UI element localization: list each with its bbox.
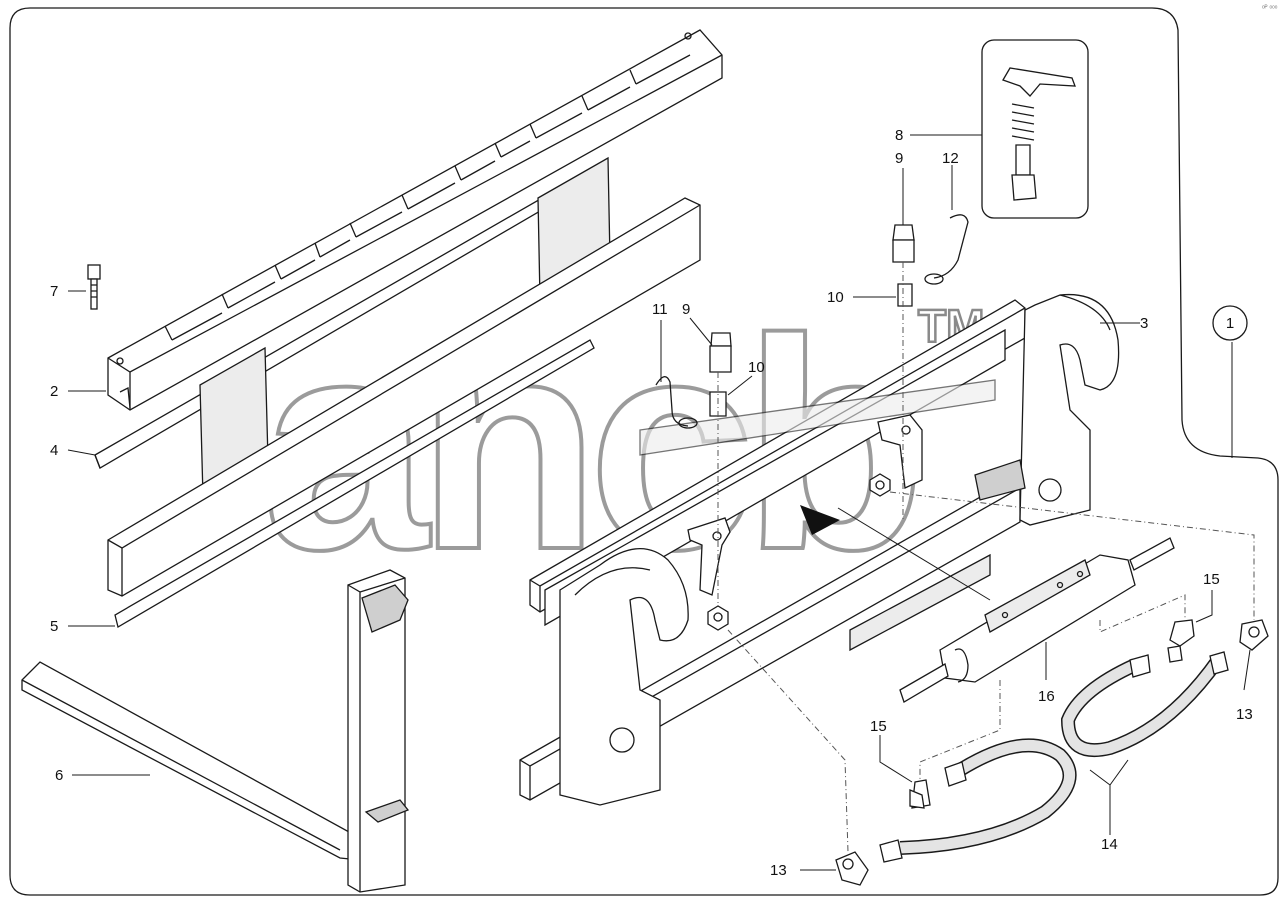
callout-3: 3 bbox=[1140, 315, 1148, 332]
callout-5: 5 bbox=[50, 618, 58, 635]
callout-6: 6 bbox=[55, 767, 63, 784]
part-10-nipple-upper bbox=[897, 283, 913, 307]
part-16-cylinder bbox=[899, 537, 1175, 703]
callout-9-lower: 9 bbox=[682, 301, 690, 318]
callout-16: 16 bbox=[1038, 688, 1055, 705]
part-12-cable bbox=[924, 214, 969, 285]
part-7-bolt bbox=[87, 264, 101, 310]
callout-12: 12 bbox=[942, 150, 959, 167]
callout-14: 14 bbox=[1101, 836, 1118, 853]
callout-labels: 1 2 3 4 5 6 7 8 9 9 10 10 11 12 13 13 14… bbox=[50, 127, 1253, 879]
leader-lines bbox=[67, 134, 1251, 871]
part-5-strip bbox=[114, 339, 595, 628]
part-15-elbow-upper bbox=[1167, 619, 1195, 663]
callout-circle-1 bbox=[1212, 305, 1248, 341]
callout-10-upper: 10 bbox=[827, 289, 844, 306]
part-3-right-hook-plate bbox=[974, 293, 1120, 526]
callout-11: 11 bbox=[652, 301, 668, 318]
left-hook-plate bbox=[559, 548, 689, 806]
bracket-hole-lower bbox=[712, 531, 722, 541]
part-8-inset bbox=[981, 39, 1089, 219]
part-13-elbow-upper bbox=[1239, 619, 1269, 651]
callout-9-upper: 9 bbox=[895, 150, 903, 167]
callout-10-lower: 10 bbox=[748, 359, 765, 376]
callout-8: 8 bbox=[895, 127, 903, 144]
callout-13-upper: 13 bbox=[1236, 706, 1253, 723]
part-2-fork-bar bbox=[107, 29, 723, 411]
nut-upper bbox=[869, 473, 891, 497]
assembly-boundary bbox=[9, 7, 1279, 896]
part-9-fitting-upper bbox=[892, 224, 915, 263]
part-14-hoses bbox=[879, 651, 1229, 863]
bracket-lower bbox=[687, 517, 731, 596]
direction-arrow bbox=[800, 505, 840, 535]
part-15-elbow-lower bbox=[909, 779, 931, 809]
lower-fork-bar bbox=[107, 197, 701, 597]
bracket-upper bbox=[877, 414, 923, 489]
centerlines bbox=[717, 262, 1255, 853]
bracket-hole-upper bbox=[901, 425, 911, 435]
part-9-fitting-lower bbox=[709, 332, 732, 373]
part-6-fork bbox=[21, 569, 410, 893]
callout-2: 2 bbox=[50, 383, 58, 400]
nut-lower bbox=[707, 605, 729, 631]
callout-15-lower: 15 bbox=[870, 718, 887, 735]
part-13-elbow-lower bbox=[835, 851, 869, 886]
callout-4: 4 bbox=[50, 442, 58, 459]
corner-mark: ᵒᴾ ᵒᵒᵒ bbox=[1262, 5, 1278, 12]
callout-15-upper: 15 bbox=[1203, 571, 1220, 588]
callout-1: 1 bbox=[1226, 315, 1234, 332]
callout-13-lower: 13 bbox=[770, 862, 787, 879]
callout-7: 7 bbox=[50, 283, 58, 300]
